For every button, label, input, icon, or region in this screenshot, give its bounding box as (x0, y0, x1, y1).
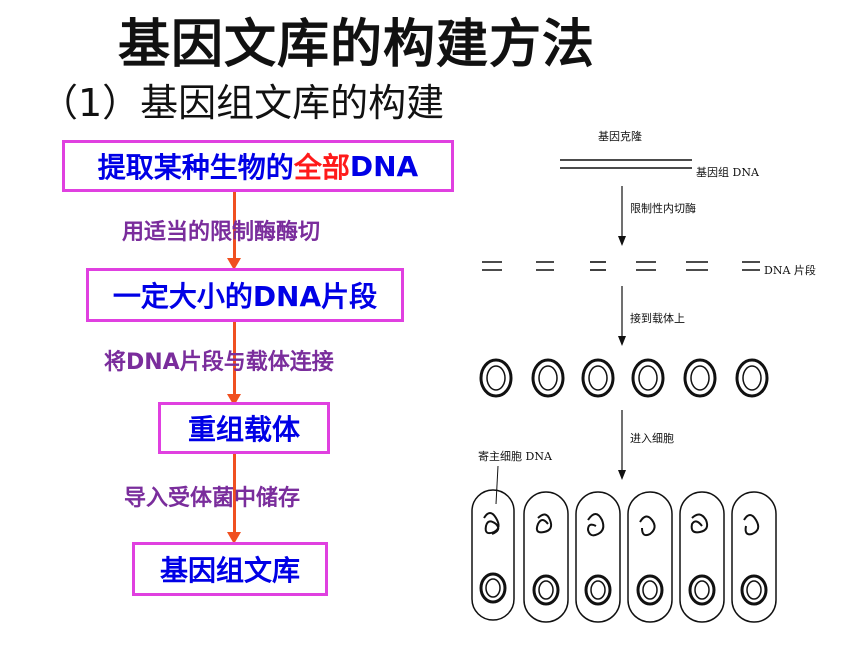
fig-arrow-2-head (618, 336, 626, 346)
step-restriction-digest: 用适当的限制酶酶切 (122, 220, 321, 245)
fig-label-host-dna: 寄主细胞 DNA (478, 449, 553, 463)
box3-label: 重组载体 (187, 413, 300, 446)
flow-box-dna-fragments: 一定大小的DNA片段 (86, 268, 404, 322)
gene-cloning-figure: 基因克隆 基因组 DNA 限制性内切酶 DNA 片段 接到载体上 进入细胞 寄主… (471, 129, 816, 623)
host-cell-4 (627, 491, 673, 623)
fig-label-ligate: 接到载体上 (630, 311, 685, 325)
box2-label: 一定大小的DNA片段 (112, 280, 378, 313)
fig-label-digest: 限制性内切酶 (630, 201, 696, 215)
host-cell-1 (471, 489, 515, 621)
host-cell-2 (523, 491, 569, 623)
flow-arrow-1 (233, 192, 236, 262)
step-transform-host: 导入受体菌中储存 (124, 486, 301, 511)
flow-arrow-3 (233, 454, 236, 536)
flow-box-recombinant-vector: 重组载体 (158, 402, 330, 454)
host-cell-6 (731, 491, 777, 623)
fig-label-genomic-dna: 基因组 DNA (696, 165, 760, 179)
fig-label-enter-cell: 进入细胞 (630, 432, 674, 445)
dna-fragments (482, 261, 760, 271)
box1-suffix: DNA (349, 149, 419, 183)
recombinant-plasmids (479, 358, 769, 398)
fig-arrow-1-head (618, 236, 626, 246)
flow-box-genomic-library: 基因组文库 (132, 542, 328, 596)
page-title: 基因文库的构建方法 (118, 15, 596, 75)
step-ligate-vector: 将DNA片段与载体连接 (104, 350, 334, 375)
section-subtitle: （1）基因组文库的构建 (40, 81, 445, 125)
box1-prefix: 提取某种生物的 (97, 151, 294, 184)
fig-label-top: 基因克隆 (598, 129, 642, 143)
flow-arrow-3-head (227, 532, 241, 544)
box1-highlight: 全部 (293, 151, 350, 184)
fig-label-fragments: DNA 片段 (764, 263, 816, 277)
host-dna-pointer (495, 465, 499, 505)
host-cell-5 (679, 491, 725, 623)
fig-arrow-3-head (618, 470, 626, 480)
host-cell-3 (575, 491, 621, 623)
flow-arrow-1-head (227, 258, 241, 270)
flow-arrow-2 (233, 322, 236, 398)
host-cells (471, 489, 777, 623)
box4-label: 基因组文库 (159, 554, 300, 587)
